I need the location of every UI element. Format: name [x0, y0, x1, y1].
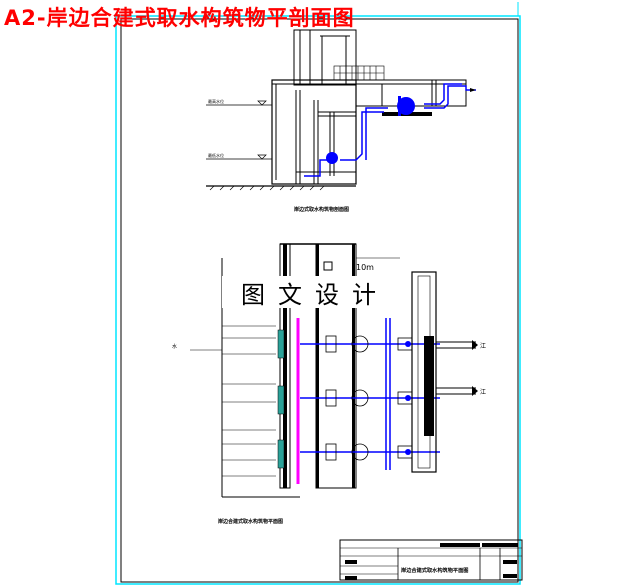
- plan-view: 10m: [172, 243, 486, 525]
- min-level-label: 最低水位: [208, 152, 224, 158]
- drawing-title: A2-岸边合建式取水构筑物平剖面图: [4, 6, 355, 30]
- plan-caption: 岸边合建式取水构筑物平面图: [218, 518, 283, 525]
- watermark-text: 图文设计: [222, 276, 408, 309]
- pump-lower: [326, 152, 338, 164]
- outer-frame: [115, 15, 521, 585]
- max-level-label: 最高水位: [208, 98, 224, 104]
- title-block-name: 岸边合建式取水构筑物平面图: [401, 566, 468, 574]
- section-caption: 岸边式取水构筑物剖面图: [294, 206, 349, 213]
- title-block: 岸边合建式取水构筑物平面图: [339, 539, 523, 581]
- side-label-1: 水: [172, 343, 177, 350]
- river-label-2: 江: [480, 389, 486, 396]
- river-label-1: 江: [480, 343, 486, 350]
- inner-frame: [120, 18, 519, 583]
- pump-upper: [397, 97, 415, 115]
- dimension-label: 10m: [356, 263, 374, 272]
- section-view: 最高水位 最低水位 岸边式取水构筑物剖面图: [206, 29, 476, 213]
